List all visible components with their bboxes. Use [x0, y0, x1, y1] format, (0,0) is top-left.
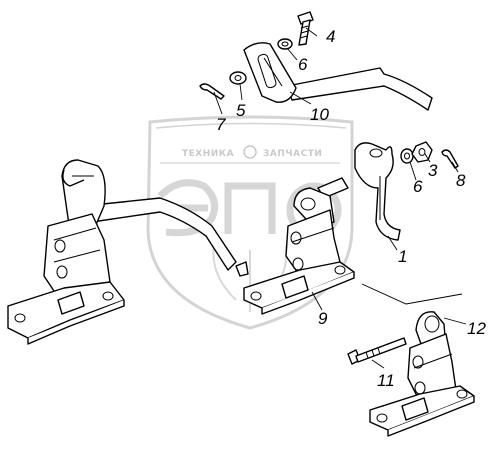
- part-9-hinge-bracket: [243, 177, 355, 315]
- callout-8: 8: [456, 171, 466, 190]
- part-1-lever: [354, 142, 401, 241]
- part-4-bolt: [297, 11, 314, 46]
- callout-11: 11: [377, 371, 395, 390]
- part-5-nut: [229, 71, 247, 85]
- callout-3: 3: [428, 161, 438, 180]
- callout-10: 10: [310, 105, 329, 124]
- part-8-cotter-pin: [441, 149, 459, 169]
- callout-5: 5: [236, 101, 246, 120]
- callout-labels: 4 6 5 7 10 1 6 3 8 9 11 12: [216, 27, 486, 390]
- callout-4: 4: [326, 27, 335, 46]
- right-lower-assembly: [347, 311, 475, 437]
- callout-9: 9: [318, 309, 328, 328]
- part-6-washer-top: [277, 38, 293, 50]
- leader-lines: [213, 27, 467, 369]
- callout-1: 1: [398, 247, 407, 266]
- part-6-washer-right: [400, 148, 414, 164]
- gear-icon: [243, 145, 257, 159]
- left-hinge-assembly: [7, 159, 249, 345]
- part-3-nut: [411, 141, 433, 163]
- watermark-text-left: ТЕХНИКА: [182, 149, 234, 159]
- callout-6-right: 6: [413, 177, 423, 196]
- callout-7: 7: [216, 115, 226, 134]
- part-10-bracket-rod: [243, 42, 433, 111]
- watermark-text-right: ЗАПЧАСТИ: [263, 149, 322, 159]
- part-7-cotter-pin: [199, 83, 225, 100]
- callout-6-top: 6: [298, 55, 308, 74]
- callout-12: 12: [467, 319, 486, 338]
